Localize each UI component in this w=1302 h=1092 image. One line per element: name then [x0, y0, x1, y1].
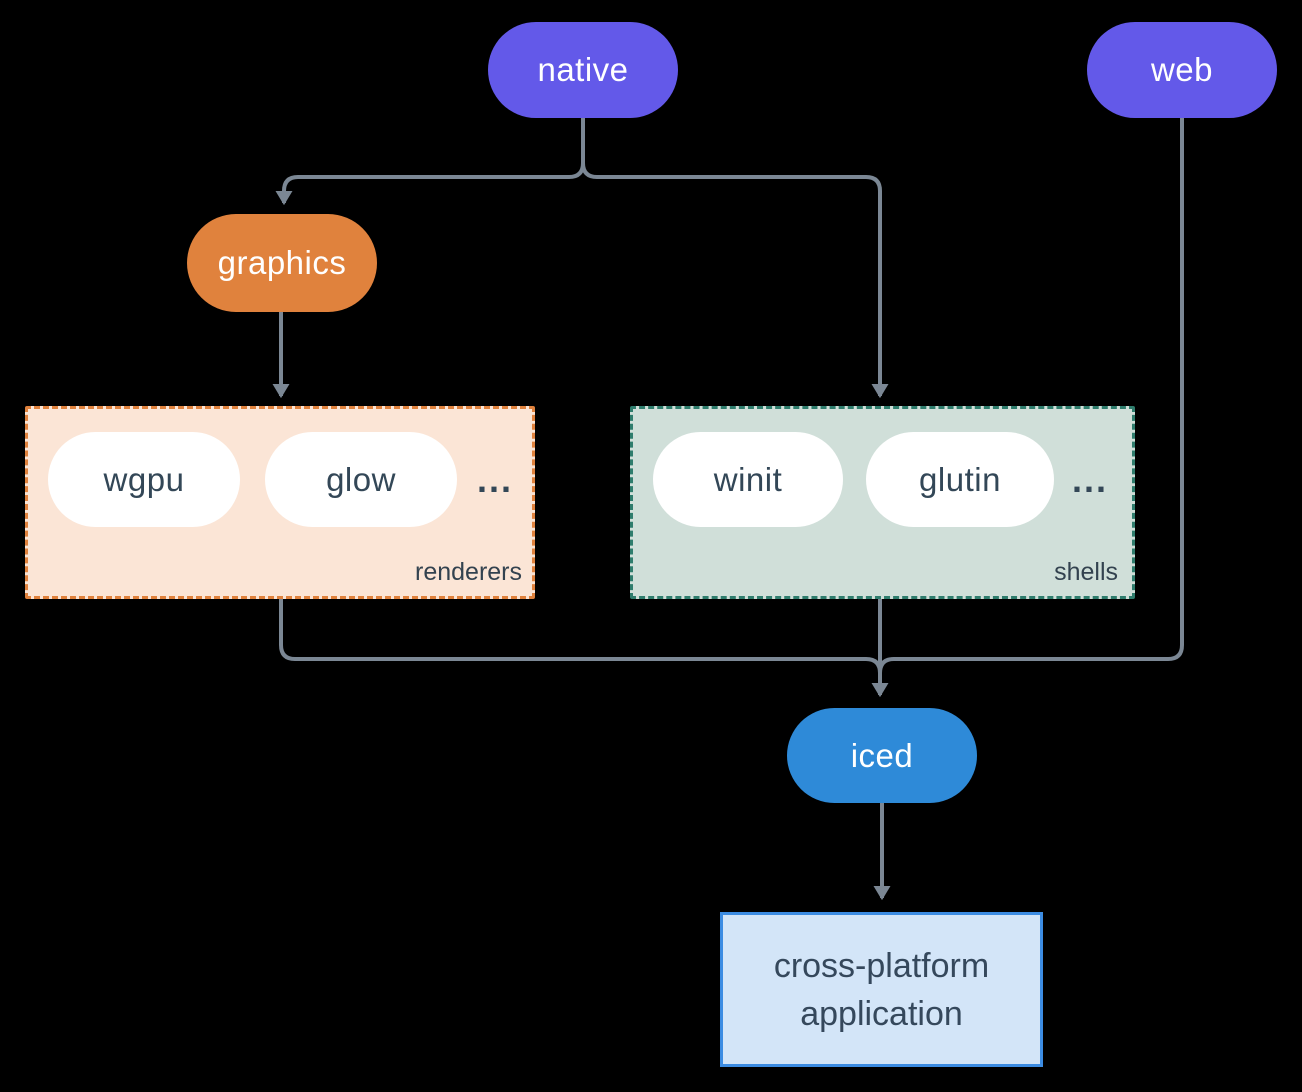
app-label-line-1: cross-platform: [773, 946, 990, 985]
shells-group-label: shells: [1054, 558, 1118, 586]
shells-ellipsis: ...: [1071, 458, 1108, 500]
node-web: web: [1087, 22, 1277, 118]
node-cross-platform-application: cross-platform application: [720, 912, 1043, 1067]
node-native: native: [488, 22, 678, 118]
node-iced: iced: [787, 708, 977, 803]
node-graphics: graphics: [187, 214, 377, 312]
node-wgpu: wgpu: [48, 432, 240, 527]
app-label-line-2: application: [800, 994, 963, 1033]
edge-native-to-shells: [581, 118, 889, 399]
edge-native-to-graphics: [275, 118, 585, 206]
node-glutin: glutin: [866, 432, 1054, 527]
node-winit: winit: [653, 432, 843, 527]
renderers-group-label: renderers: [415, 558, 522, 586]
edge-renderers-to-merge: [279, 599, 882, 674]
node-glow: glow: [265, 432, 457, 527]
renderers-ellipsis: ...: [476, 458, 513, 500]
